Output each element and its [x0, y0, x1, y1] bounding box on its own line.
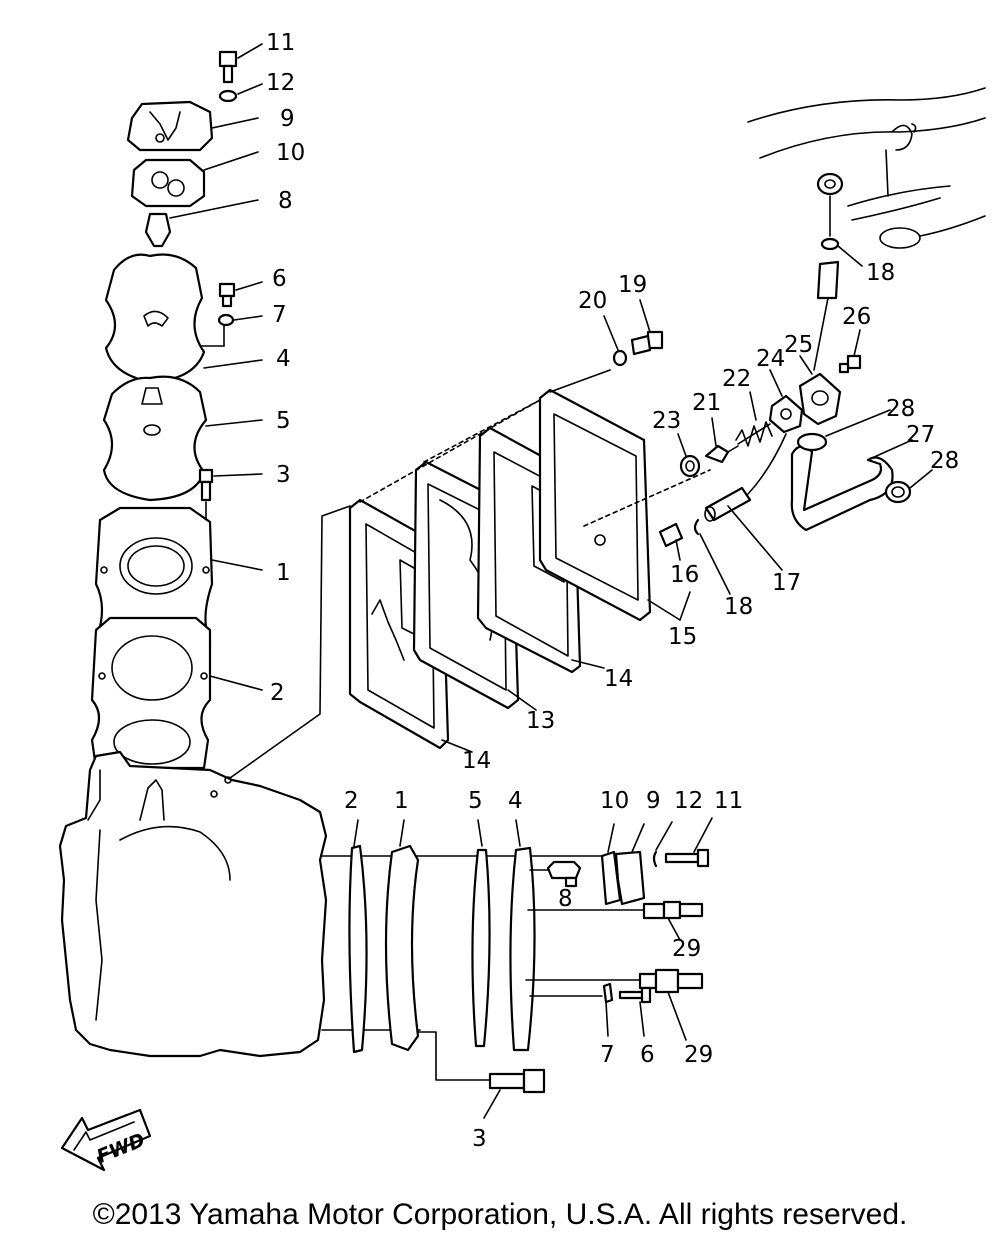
- callout-label: 5: [276, 408, 291, 434]
- head-cover-4: [104, 253, 263, 384]
- bolt-3: [198, 468, 263, 541]
- callout-label: 15: [668, 624, 697, 650]
- cover-9-side: [614, 823, 646, 906]
- cylinder-head-cover-stack: [90, 43, 263, 770]
- engine-block: [58, 505, 351, 1058]
- callout-label: 1: [394, 788, 409, 814]
- bolt-11: [218, 43, 263, 84]
- bolt-3-side: [417, 1031, 546, 1119]
- valve-21: [704, 417, 739, 464]
- callout-label: 13: [526, 708, 555, 734]
- sensor-29-lower: [525, 968, 704, 1041]
- outer-cover-15: [359, 369, 711, 622]
- callout-label: 18: [724, 594, 753, 620]
- exhaust-cover-stack: [348, 369, 711, 753]
- gasket-5-side: [471, 819, 491, 1048]
- callout-label: 7: [272, 302, 287, 328]
- washer-20: [603, 315, 628, 367]
- callout-label: 4: [508, 788, 523, 814]
- bolt-19: [630, 299, 664, 356]
- callout-label: 21: [692, 390, 721, 416]
- callout-label: 3: [472, 1126, 487, 1152]
- washer-12-side: [652, 821, 673, 868]
- callout-label: 6: [272, 266, 287, 292]
- callout-label: 10: [600, 788, 629, 814]
- gasket-10: [130, 151, 259, 208]
- callout-label: 17: [772, 570, 801, 596]
- gasket-10-side: [600, 823, 622, 906]
- bolt-6-side: [618, 986, 652, 1037]
- bolt-11-side: [664, 817, 713, 868]
- bolt-26: [838, 329, 862, 374]
- sensor-29-upper: [527, 900, 704, 941]
- callout-label: 19: [618, 272, 647, 298]
- spring-22: [735, 391, 773, 447]
- clip-18-lower: [693, 518, 731, 595]
- fwd-arrow-icon: FWD: [60, 1108, 152, 1172]
- cover-9: [126, 100, 259, 152]
- callout-label: 9: [646, 788, 661, 814]
- washer-12: [218, 83, 263, 103]
- grommet: [816, 172, 844, 237]
- callout-label: 1: [276, 560, 291, 586]
- cylinder-head-1-side: [384, 819, 420, 1052]
- washer-7-side: [602, 982, 614, 1037]
- clamp-28-right: [884, 469, 933, 504]
- callout-label: 9: [280, 106, 295, 132]
- seal-23: [677, 433, 701, 478]
- callout-label: 26: [842, 304, 871, 330]
- callout-label: 8: [278, 188, 293, 214]
- gasket-2-side: [348, 819, 368, 1054]
- hose-upper: [813, 260, 840, 371]
- callout-label: 8: [558, 886, 573, 912]
- head-cover-4-side: [509, 819, 536, 1052]
- callout-label: 6: [640, 1042, 655, 1068]
- side-view-stack: [321, 817, 713, 1119]
- callout-label: 12: [266, 70, 295, 96]
- callout-label: 14: [604, 666, 633, 692]
- gasket-2: [90, 616, 263, 770]
- bolt-6: [218, 281, 263, 308]
- gasket-5: [102, 375, 263, 502]
- callout-label: 22: [722, 366, 751, 392]
- thermostat-8-side: [529, 860, 582, 888]
- callout-label: 7: [600, 1042, 615, 1068]
- callout-label: 25: [784, 332, 813, 358]
- callout-label: 24: [756, 346, 785, 372]
- callout-label: 20: [578, 288, 607, 314]
- callout-label: 4: [276, 346, 291, 372]
- callout-label: 5: [468, 788, 483, 814]
- callout-label: 23: [652, 408, 681, 434]
- callout-label: 27: [906, 422, 935, 448]
- callout-label: 2: [270, 680, 285, 706]
- callout-label: 29: [684, 1042, 713, 1068]
- callout-label: 11: [266, 30, 295, 56]
- callout-label: 18: [866, 260, 895, 286]
- callout-label: 16: [670, 562, 699, 588]
- clamp-28-upper: [796, 409, 891, 452]
- callout-label: 28: [930, 448, 959, 474]
- tank-outline: [747, 87, 986, 249]
- clip-18-top: [820, 237, 863, 267]
- callout-label: 3: [276, 462, 291, 488]
- thermostat-8: [144, 199, 259, 248]
- gasket-24: [768, 369, 804, 434]
- callout-label: 2: [344, 788, 359, 814]
- callout-label: 11: [714, 788, 743, 814]
- callout-label: 28: [886, 396, 915, 422]
- callout-label: 29: [672, 936, 701, 962]
- callout-label: 14: [462, 748, 491, 774]
- hose-27: [790, 439, 913, 532]
- fitting-16: [658, 522, 684, 561]
- relief-valve-assembly: [603, 87, 986, 595]
- callout-label: 10: [276, 140, 305, 166]
- callout-labels: 11 12 9 10 8 6 7 4 5 3 1 2 20 19 18 26 2…: [266, 30, 959, 1152]
- pipe-17: [704, 433, 787, 571]
- valve-cover-25: [798, 355, 842, 426]
- copyright-notice: ©2013 Yamaha Motor Corporation, U.S.A. A…: [92, 1198, 908, 1231]
- callout-label: 12: [674, 788, 703, 814]
